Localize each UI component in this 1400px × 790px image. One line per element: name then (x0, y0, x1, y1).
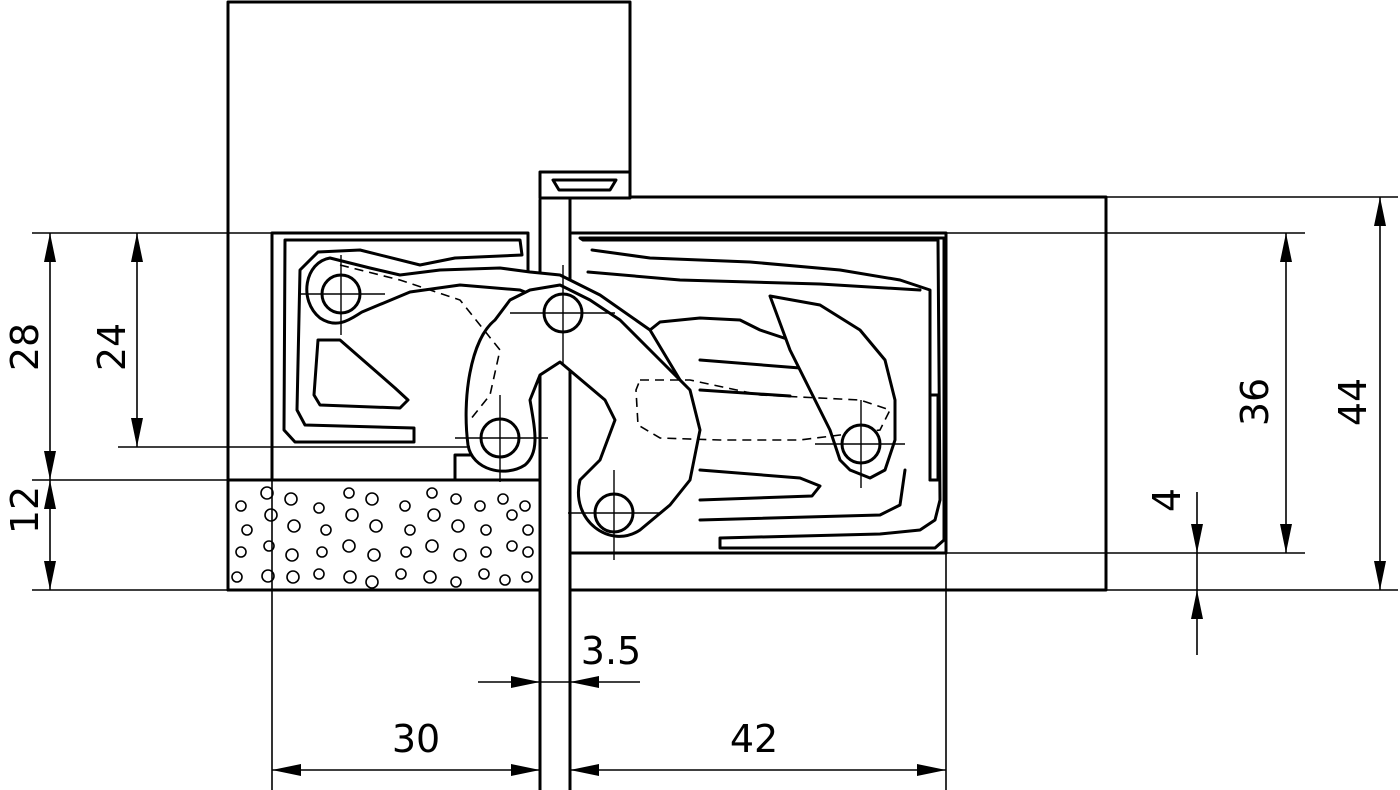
filler-grain (423, 570, 437, 584)
dimension-42-label: 42 (730, 717, 778, 761)
filler-grain (264, 508, 278, 522)
filler-grain (235, 500, 247, 512)
dimension-24: 24 (90, 233, 143, 447)
dimension-24-label: 24 (90, 323, 134, 371)
filler-grain (450, 576, 462, 588)
filler-grain (263, 540, 275, 552)
filler-grain (343, 570, 357, 584)
filler-grain (474, 500, 486, 512)
filler-grain (480, 524, 492, 536)
dimension-3-5: 3.5 (478, 629, 641, 688)
filler-grain (343, 487, 355, 499)
dimension-12-label: 12 (3, 486, 47, 534)
filler-grain (519, 500, 531, 512)
pivot-pin-bottom-left (455, 395, 548, 482)
filler-grain (478, 568, 490, 580)
filler-grain (506, 509, 518, 521)
filler-grain (451, 519, 465, 533)
dimension-30-label: 30 (392, 717, 440, 761)
filler-grain (365, 575, 379, 589)
pivot-pin-right (815, 400, 905, 488)
filler-grain (286, 570, 300, 584)
hinge-link-dashed-hidden (339, 264, 892, 441)
dimension-28: 28 (3, 233, 56, 480)
filler-grain (241, 524, 253, 536)
pivot-pin-bottom-center (568, 470, 660, 560)
hinge-body-left (282, 238, 524, 444)
filler-grain (367, 548, 381, 562)
filler-grain (260, 486, 274, 500)
filler-grain (522, 546, 534, 558)
filler-grain (345, 508, 359, 522)
filler-grain (425, 539, 439, 553)
filler-grain (235, 546, 247, 558)
filler-grain (365, 492, 379, 506)
dimension-36: 36 (1233, 233, 1292, 553)
filler-grain (499, 574, 511, 586)
pivot-pin-top-center (510, 265, 615, 365)
filler-grain (480, 546, 492, 558)
filler-grain (497, 493, 509, 505)
dimension-36-label: 36 (1233, 378, 1277, 426)
filler-grain (369, 519, 383, 533)
door-seal (538, 170, 632, 200)
filler-grain (399, 500, 411, 512)
dimension-12: 12 (3, 480, 56, 590)
plaster-filler-pattern (231, 486, 534, 589)
dimension-3-5-label: 3.5 (581, 629, 641, 673)
filler-grain (506, 540, 518, 552)
hinge-body-right (578, 236, 946, 550)
filler-grain (426, 487, 438, 499)
filler-grain (287, 519, 301, 533)
filler-grain (313, 568, 325, 580)
filler-grain (231, 571, 243, 583)
dimension-42: 42 (570, 717, 946, 776)
dimension-4-label: 4 (1145, 488, 1189, 512)
filler-grain (400, 546, 412, 558)
filler-grain (450, 493, 462, 505)
extension-lines (32, 196, 1398, 790)
filler-grain (320, 524, 332, 536)
filler-grain (522, 524, 534, 536)
hinge-link-middle (464, 283, 702, 538)
filler-grain (316, 546, 328, 558)
filler-grain (453, 548, 467, 562)
dimension-44-label: 44 (1331, 378, 1375, 426)
dimension-30: 30 (272, 717, 540, 776)
filler-grain (342, 539, 356, 553)
filler-grain (261, 569, 275, 583)
dimension-4: 4 (1145, 488, 1203, 655)
filler-grain (313, 502, 325, 514)
dimension-44: 44 (1331, 197, 1386, 590)
filler-grain (284, 492, 298, 506)
filler-grain (395, 568, 407, 580)
pivot-pin-top-left (300, 255, 385, 335)
filler-grain (404, 524, 416, 536)
filler-grain (427, 508, 441, 522)
filler-grain (285, 548, 299, 562)
filler-grain (521, 571, 533, 583)
dimension-28-label: 28 (3, 323, 47, 371)
